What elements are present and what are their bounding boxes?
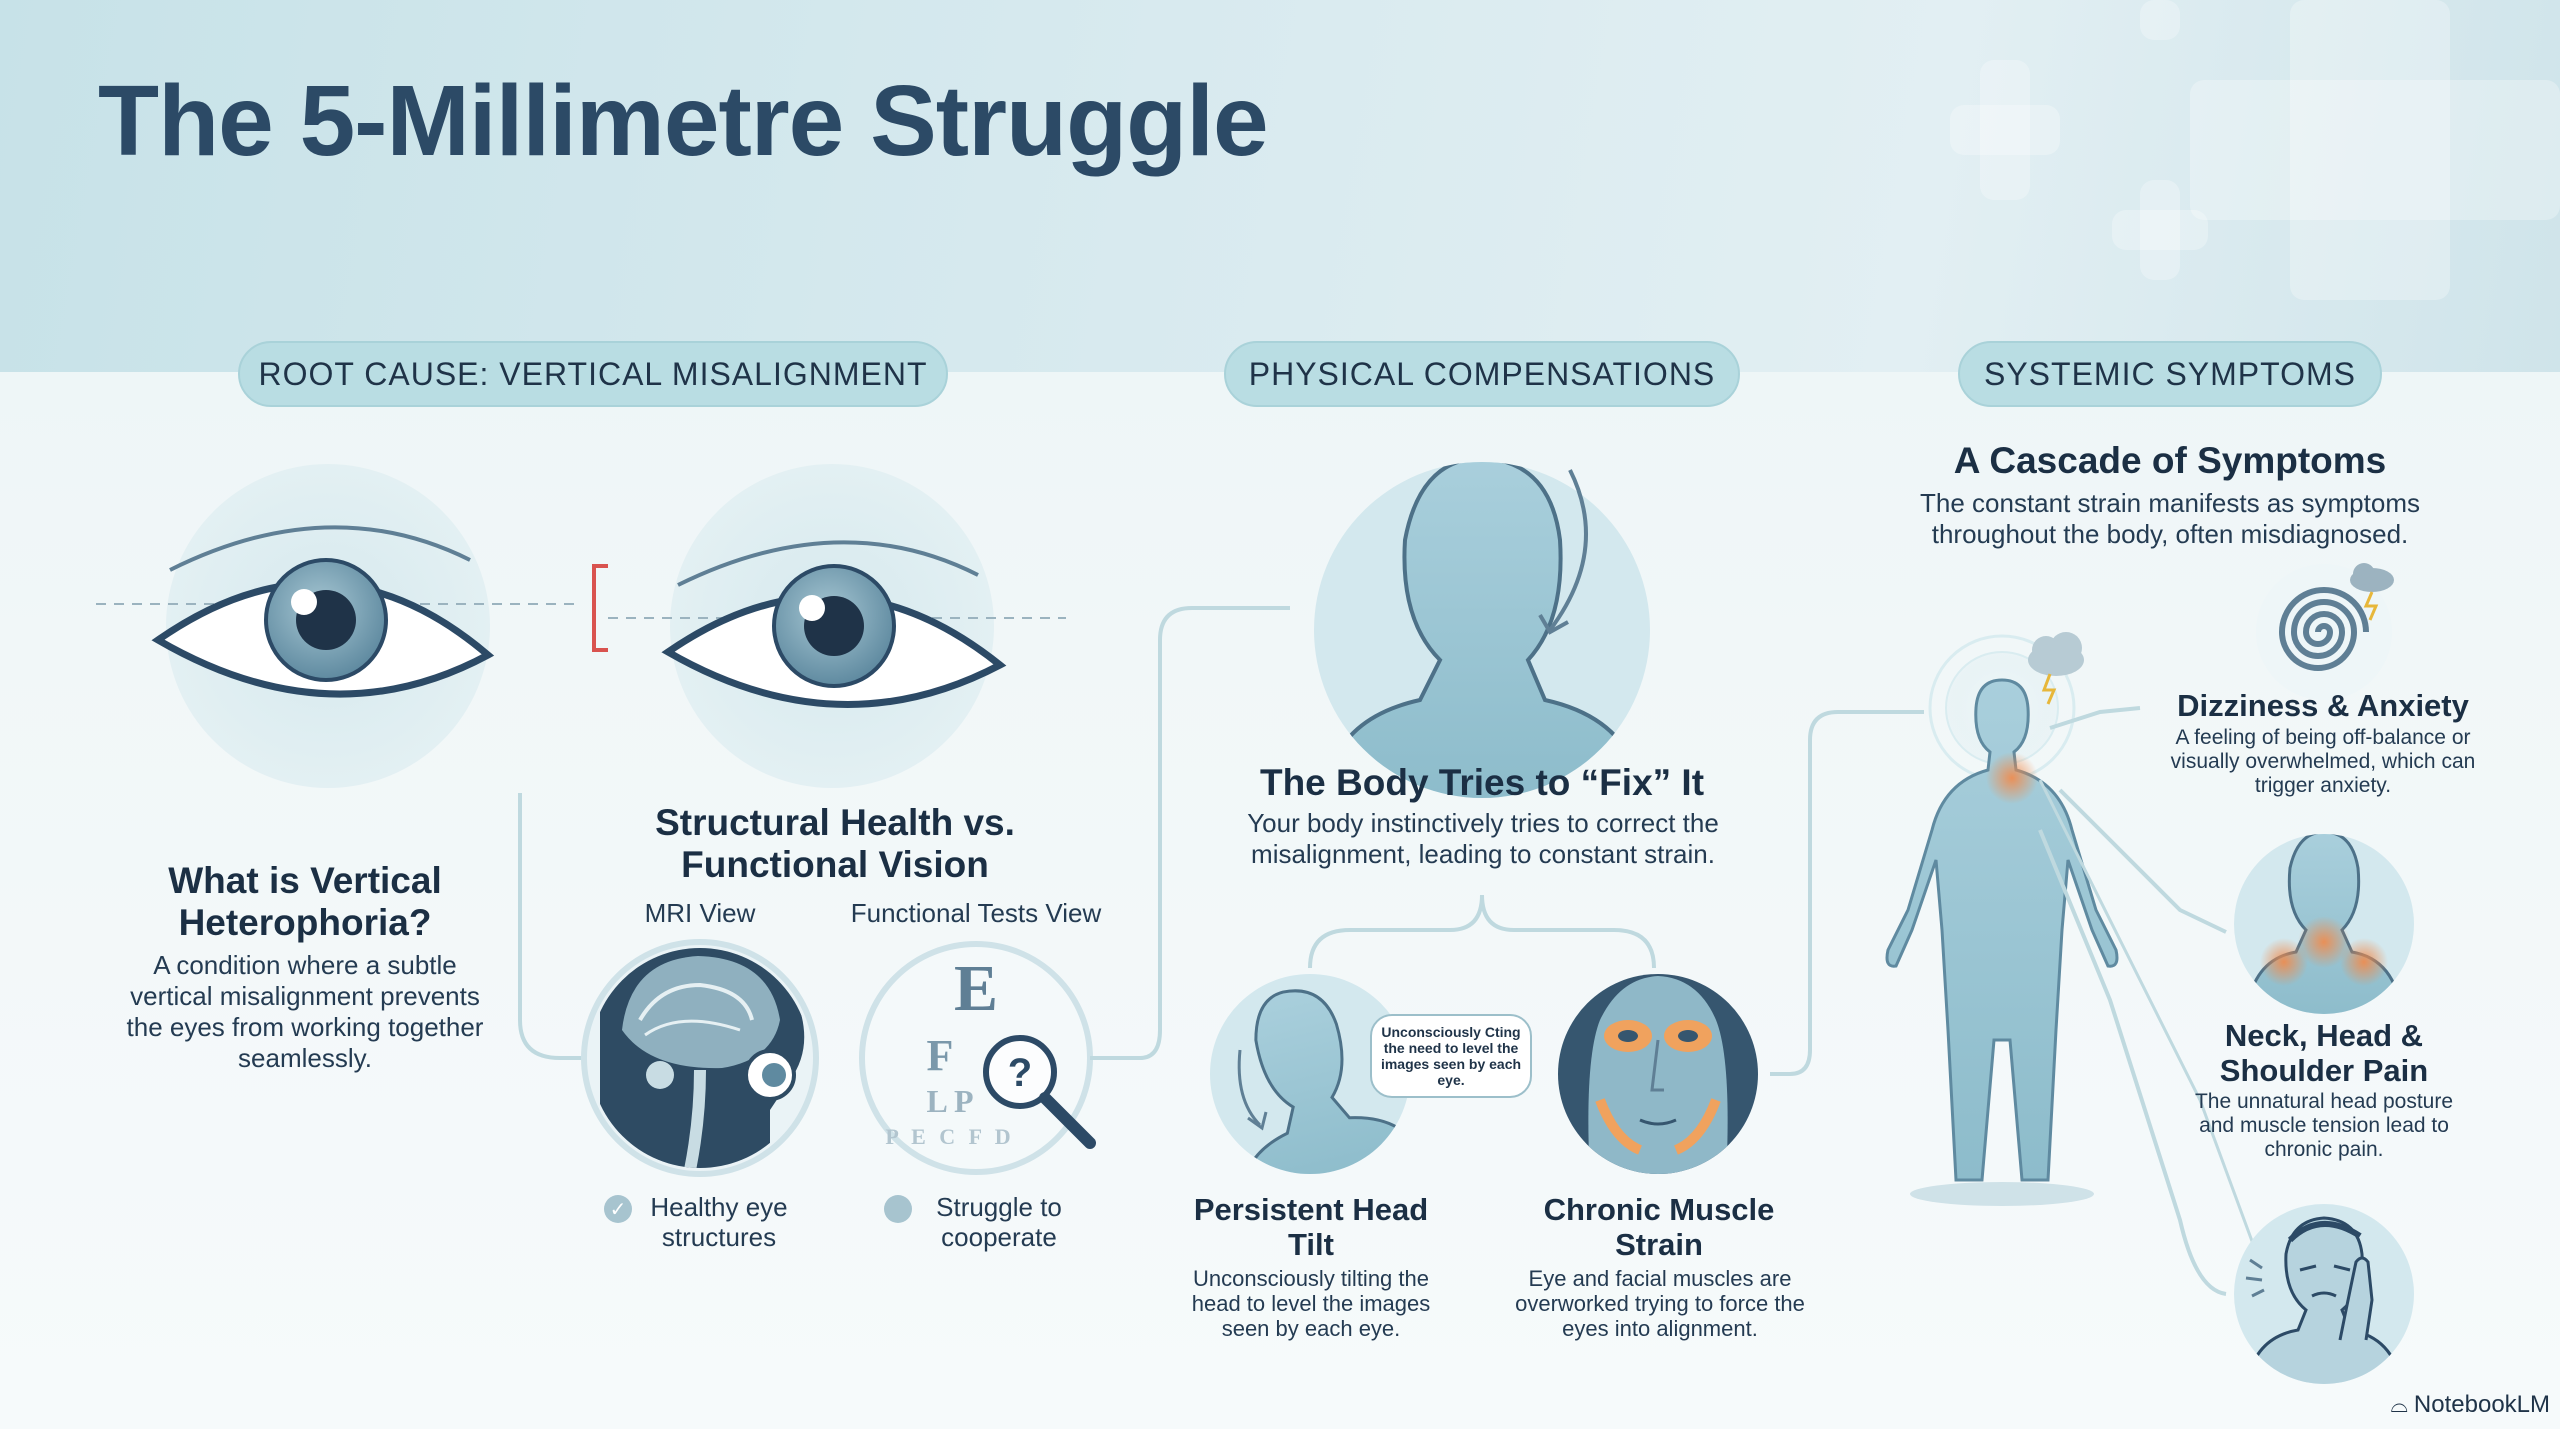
eye-chart-icon: E F L P P E C F D ?: [859, 941, 1096, 1175]
right-eye-icon: [661, 540, 1007, 708]
dizziness-spiral-icon: [2256, 563, 2394, 700]
body-fix-body: Your body instinctively tries to correct…: [1247, 808, 1719, 869]
notebooklm-brand: ⌓ NotebookLM: [2391, 1391, 2550, 1419]
left-eye-icon: [151, 525, 495, 698]
head-tilt-speech-bubble: Unconsciously Cting the need to level th…: [1370, 1014, 1532, 1098]
misalignment-bracket-icon: [592, 564, 608, 652]
mri-result: ✓ Healthy eye structures: [604, 1192, 794, 1252]
medical-cross-decoration: [2290, 0, 2450, 300]
mri-view-label: MRI View: [644, 898, 756, 928]
head-tilt-body: Unconsciously tilting the head to level …: [1191, 1266, 1431, 1341]
notebooklm-logo-icon: ⌓: [2390, 1392, 2408, 1417]
storm-cloud-icon: [2028, 632, 2084, 705]
mri-result-text: Healthy eye structures: [650, 1192, 788, 1252]
medical-cross-decoration: [1980, 60, 2030, 200]
dizziness-body: A feeling of being off-balance or visual…: [2170, 726, 2476, 797]
svg-text:L P: L P: [926, 1083, 973, 1119]
head-tilt-title: Persistent Head Tilt: [1193, 1192, 1429, 1262]
svg-text:E: E: [954, 952, 998, 1025]
dot-icon: [884, 1195, 912, 1223]
header-band: [0, 0, 2560, 372]
cascade-body: The constant strain manifests as symptom…: [1920, 488, 2420, 549]
muscle-face-icon: [1558, 974, 1758, 1174]
medical-cross-decoration: [2140, 0, 2180, 40]
heterophoria-body: A condition where a subtle vertical misa…: [126, 950, 484, 1073]
dizziness-title: Dizziness & Anxiety: [2177, 688, 2469, 723]
neck-pain-title: Neck, Head & Shoulder Pain: [2219, 1018, 2429, 1088]
medical-cross-decoration: [1950, 105, 2060, 155]
head-silhouette-icon: [1314, 462, 1650, 798]
svg-text:F: F: [927, 1031, 954, 1080]
neck-pain-icon: [2234, 834, 2414, 1014]
page-title: The 5-Millimetre Struggle: [98, 65, 1269, 177]
check-icon: ✓: [604, 1195, 632, 1223]
structural-functional-title: Structural Health vs. Functional Vision: [655, 802, 1015, 885]
cascade-title: A Cascade of Symptoms: [1953, 440, 2387, 481]
brace-connector: [1308, 894, 1656, 969]
svg-text:P E C F D: P E C F D: [885, 1124, 1014, 1149]
physical-compensations-pill: PHYSICAL COMPENSATIONS: [1224, 341, 1740, 407]
root-cause-pill: ROOT CAUSE: VERTICAL MISALIGNMENT: [238, 341, 948, 407]
functional-tests-label: Functional Tests View: [850, 898, 1102, 928]
medical-cross-decoration: [2112, 210, 2208, 250]
functional-result-text: Struggle to cooperate: [936, 1192, 1062, 1252]
muscle-strain-body: Eye and facial muscles are overworked tr…: [1515, 1266, 1805, 1341]
full-body-figure-icon: [1885, 634, 2272, 1291]
body-fix-title: The Body Tries to “Fix” It: [1259, 762, 1705, 803]
svg-text:?: ?: [1008, 1051, 1032, 1095]
heterophoria-title: What is Vertical Heterophoria?: [168, 860, 442, 943]
medical-cross-decoration: [2140, 180, 2180, 280]
mri-brain-icon: [581, 939, 819, 1177]
headache-person-icon: [2234, 1204, 2414, 1384]
functional-result: Struggle to cooperate: [884, 1192, 1074, 1252]
medical-cross-decoration: [2190, 80, 2560, 220]
muscle-strain-title: Chronic Muscle Strain: [1543, 1192, 1775, 1262]
neck-pain-body: The unnatural head posture and muscle te…: [2194, 1090, 2454, 1161]
systemic-symptoms-pill: SYSTEMIC SYMPTOMS: [1958, 341, 2382, 407]
brand-label: NotebookLM: [2413, 1391, 2550, 1418]
